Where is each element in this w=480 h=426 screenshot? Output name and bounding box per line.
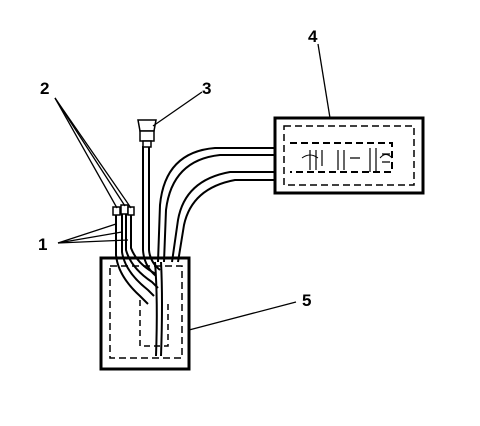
upper-component-box xyxy=(273,116,425,195)
entry-hoses xyxy=(115,146,163,357)
callout-5: 5 xyxy=(302,291,311,310)
leader-lines xyxy=(54,43,331,331)
connecting-hoses xyxy=(157,147,275,263)
top-valve xyxy=(137,119,157,148)
callout-1: 1 xyxy=(38,235,47,254)
callout-3: 3 xyxy=(202,79,211,98)
callout-4: 4 xyxy=(308,27,318,46)
lower-component-box xyxy=(99,256,191,371)
callout-2: 2 xyxy=(40,79,49,98)
